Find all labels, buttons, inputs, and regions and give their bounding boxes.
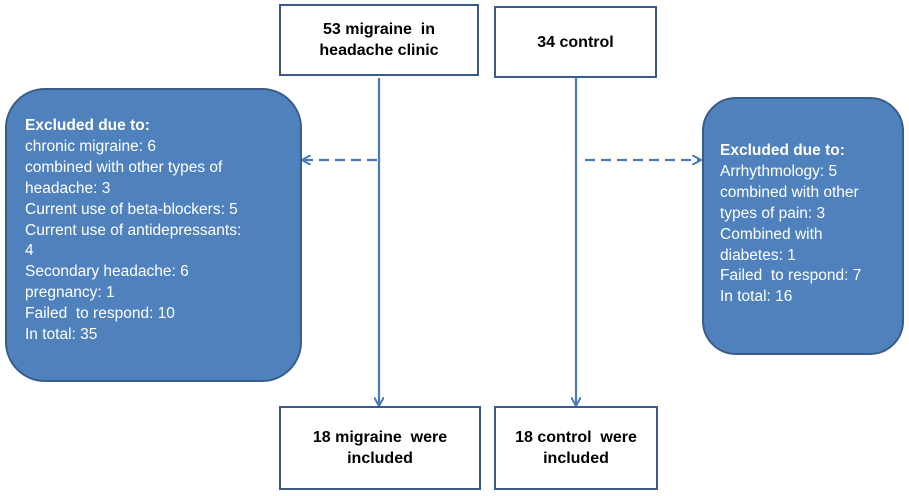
migraine-exclusion-item: Current use of beta-blockers: 5 (25, 200, 238, 218)
migraine-exclusion-item: pregnancy: 1 (25, 284, 115, 302)
migraine-exclusion-heading: Excluded due to: (25, 117, 150, 134)
migraine-enrolled-box: 53 migraine in headache clinic (279, 4, 479, 76)
migraine-enrolled-line-1: 53 migraine in (322, 21, 436, 38)
migraine-exclusion-item: Secondary headache: 6 (25, 263, 189, 281)
control-included-box: 18 control were included (494, 406, 658, 490)
control-exclusion-item: Arrhythmology: 5 (720, 162, 838, 180)
control-included-line-1: 18 control were (515, 429, 637, 446)
migraine-enrolled-line-2: headache clinic (319, 42, 439, 59)
control-exclusion-item: types of pain: 3 (720, 204, 826, 222)
control-exclusion-box: Excluded due to: Arrhythmology: 5 combin… (702, 97, 904, 355)
migraine-exclusion-item: Failed to respond: 10 (25, 305, 175, 323)
control-exclusion-item: In total: 16 (720, 288, 793, 306)
migraine-exclusion-box: Excluded due to: chronic migraine: 6 com… (5, 88, 302, 382)
control-exclusion-heading: Excluded due to: (720, 142, 845, 159)
control-exclusion-item: Failed to respond: 7 (720, 267, 862, 285)
control-enrolled-box: 34 control (494, 6, 657, 78)
migraine-included-line-2: included (347, 450, 413, 467)
migraine-included-box: 18 migraine were included (279, 406, 481, 490)
migraine-exclusion-item: Current use of antidepressants: (25, 221, 242, 239)
migraine-exclusion-item: chronic migraine: 6 (25, 137, 156, 155)
control-exclusion-item: Combined with (720, 225, 823, 243)
migraine-included-line-1: 18 migraine were (312, 429, 448, 446)
migraine-exclusion-item: headache: 3 (25, 179, 111, 197)
migraine-exclusion-item: 4 (25, 242, 34, 260)
migraine-exclusion-item: In total: 35 (25, 326, 98, 344)
control-enrolled-line-1: 34 control (537, 33, 614, 51)
control-exclusion-item: combined with other (720, 183, 859, 201)
migraine-exclusion-item: combined with other types of (25, 158, 223, 176)
control-exclusion-item: diabetes: 1 (720, 246, 796, 264)
control-included-line-2: included (543, 450, 609, 467)
